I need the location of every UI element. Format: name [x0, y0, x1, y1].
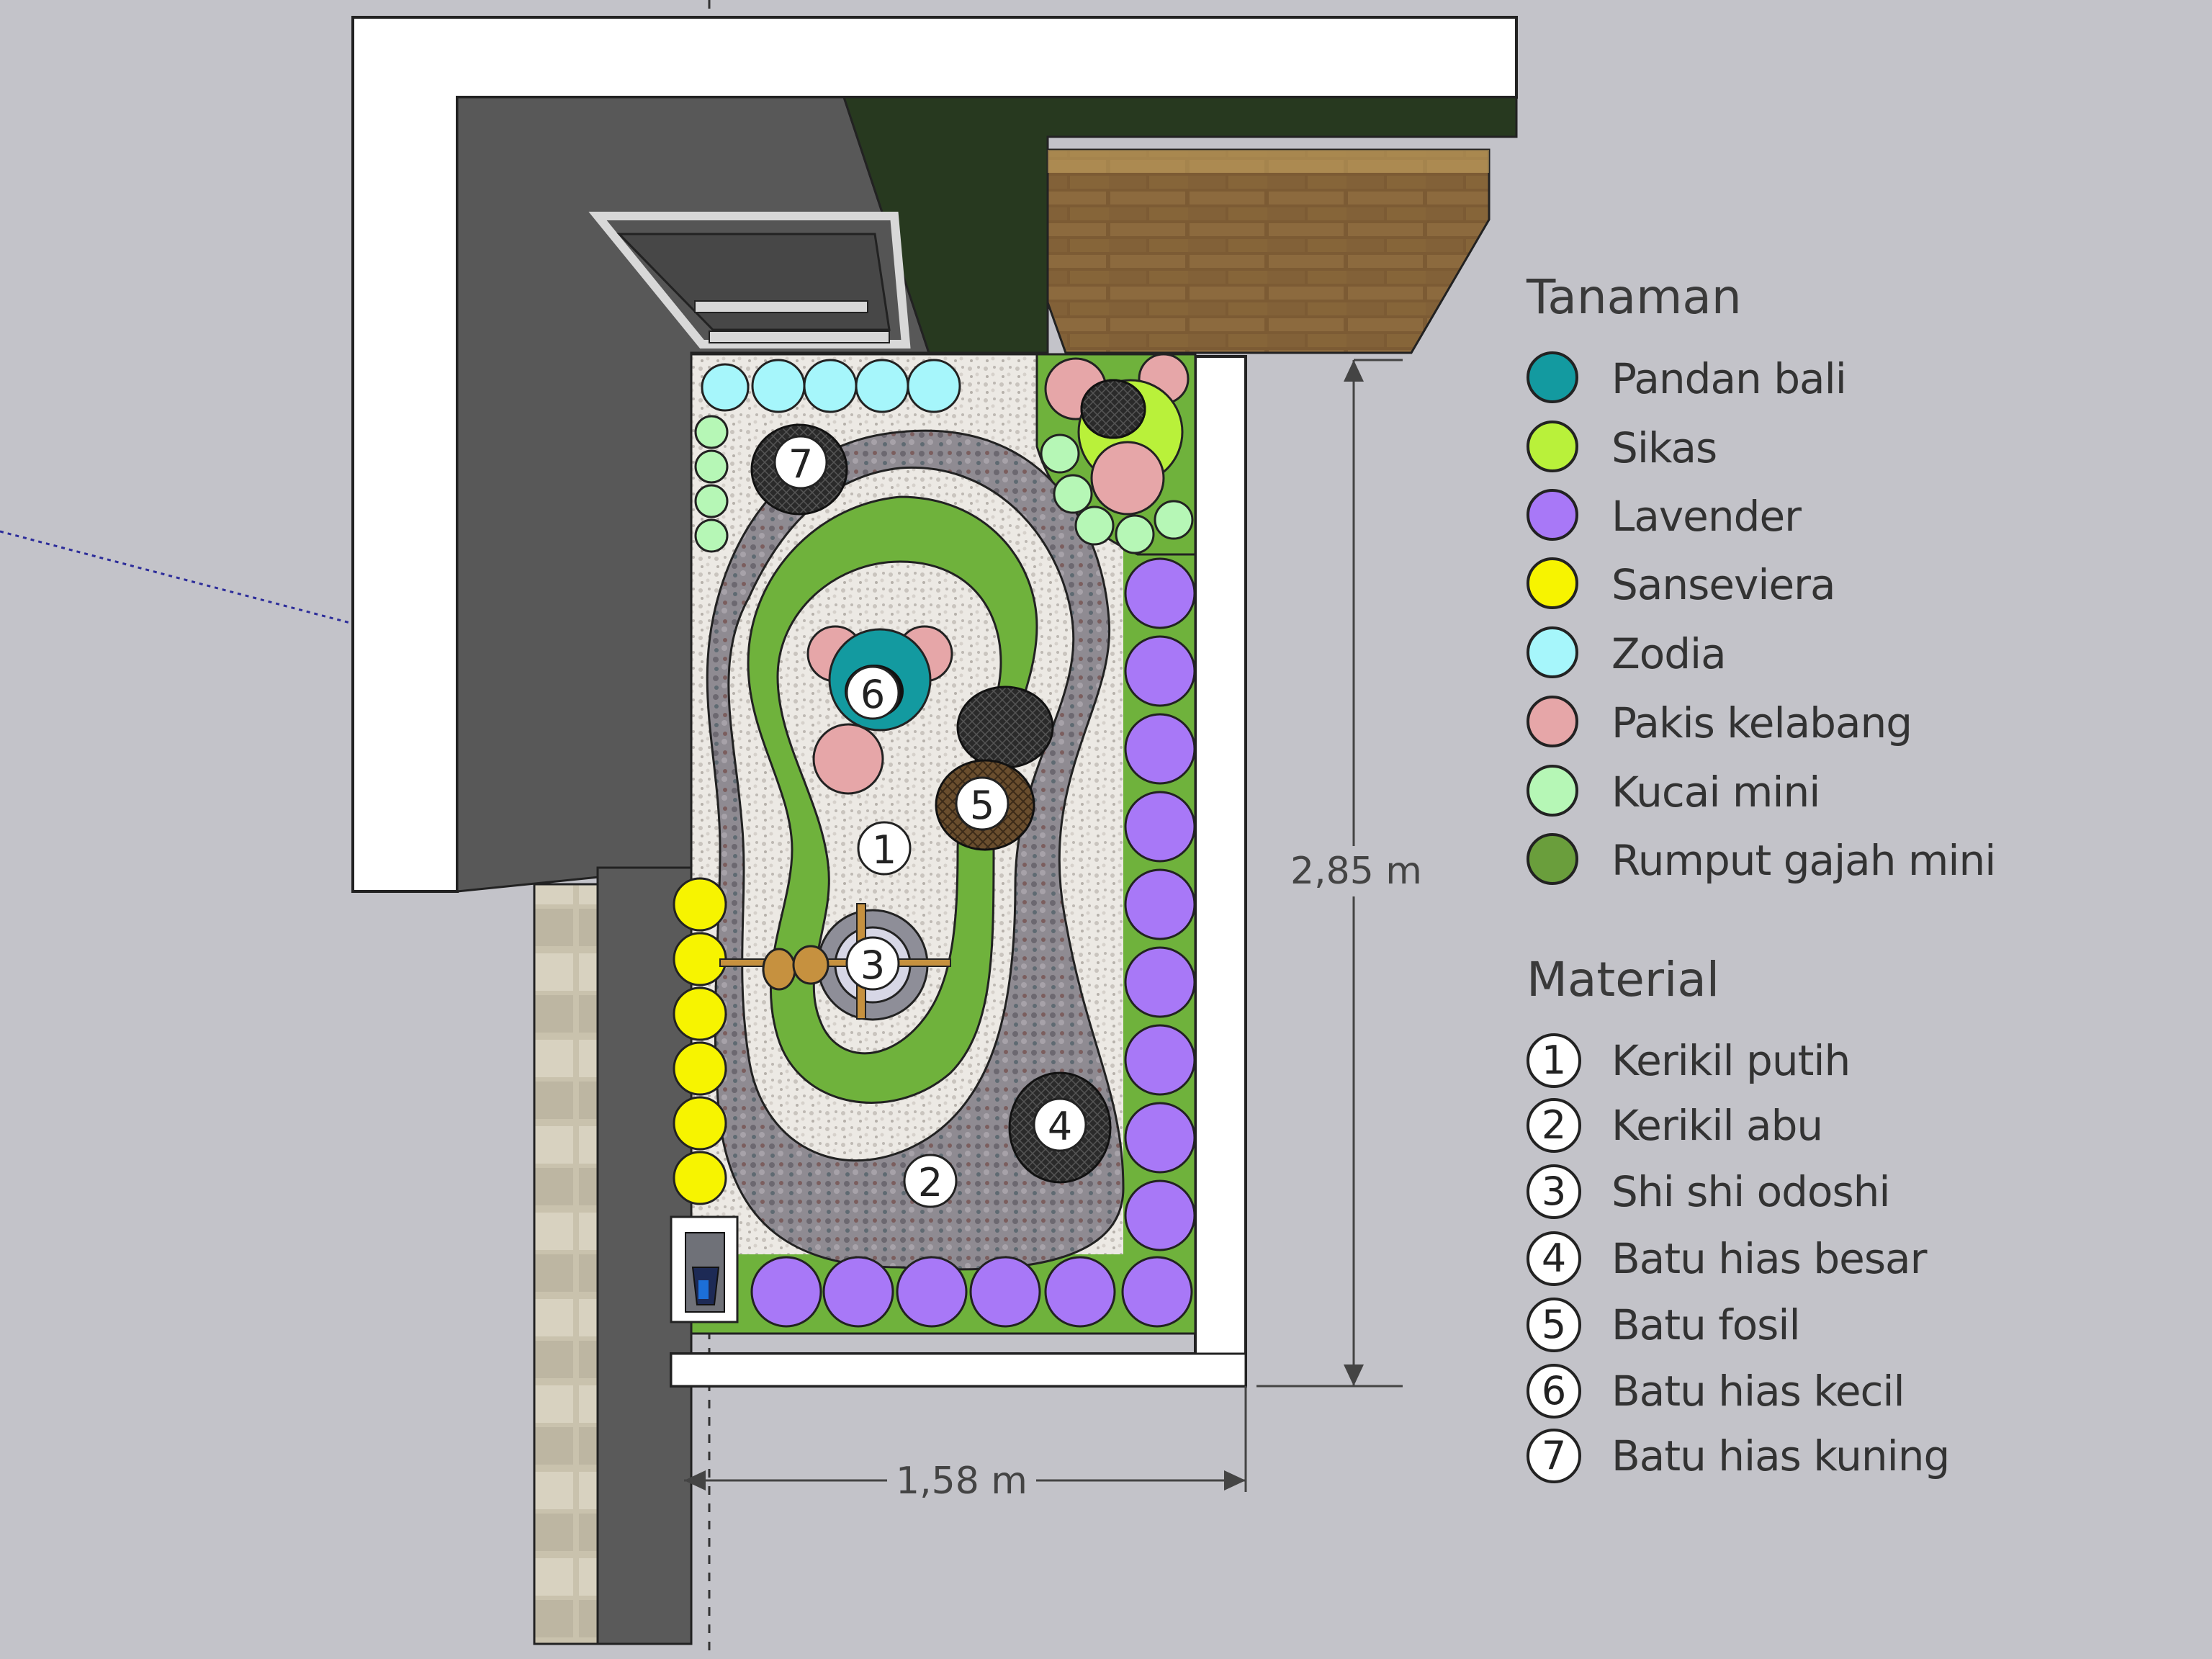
legend-item-pandan-bali: Pandan bali [1527, 349, 2175, 409]
material-number: 5 [1527, 1298, 1581, 1352]
kucai-column [694, 415, 729, 553]
marker-3-label: 3 [860, 943, 885, 988]
marker-1: 1 [857, 821, 912, 876]
pakis-kelabang-swatch [1527, 696, 1578, 747]
materials-legend-title: Material [1527, 952, 1720, 1007]
width-dimension-label: 1,58 m [887, 1456, 1036, 1506]
height-dimension-label: 2,85 m [1282, 846, 1431, 896]
marker-5: 5 [955, 776, 1010, 831]
material-number: 4 [1527, 1231, 1581, 1286]
marker-4-label: 4 [1048, 1104, 1072, 1149]
legend-item-label: Rumput gajah mini [1611, 836, 1996, 885]
material-number: 2 [1527, 1098, 1581, 1153]
legend-item-pakis-kelabang: Pakis kelabang [1527, 693, 2175, 753]
legend-item-label: Pandan bali [1611, 354, 1847, 403]
marker-2: 2 [903, 1154, 958, 1208]
legend-item-batu-hias-kecil: 6 Batu hias kecil [1527, 1361, 2175, 1421]
legend-item-kucai-mini: Kucai mini [1527, 762, 2175, 822]
plants-legend-title: Tanaman [1527, 269, 1742, 325]
legend-item-label: Sanseviera [1611, 560, 1836, 609]
marker-1-label: 1 [872, 827, 896, 873]
kucai-mini-swatch [1527, 765, 1578, 817]
pandan-bali-swatch [1527, 351, 1578, 403]
legend-item-label: Batu hias kuning [1611, 1431, 1950, 1480]
legend-item-shi-shi-odoshi: 3 Shi shi odoshi [1527, 1161, 2175, 1222]
legend-item-batu-hias-besar: 4 Batu hias besar [1527, 1228, 2175, 1289]
marker-2-label: 2 [918, 1160, 943, 1205]
legend-item-label: Pakis kelabang [1611, 698, 1912, 747]
material-number: 6 [1527, 1364, 1581, 1419]
sanseviera-column [673, 877, 727, 1205]
lavender-row [750, 1256, 1193, 1328]
legend-item-zodia: Zodia [1527, 624, 2175, 684]
material-number: 7 [1527, 1429, 1581, 1483]
sikas-swatch [1527, 421, 1578, 472]
legend-item-kerikil-abu: 2 Kerikil abu [1527, 1095, 2175, 1156]
legend-item-label: Sikas [1611, 423, 1717, 472]
material-number: 1 [1527, 1033, 1581, 1088]
legend-item-label: Kerikil abu [1611, 1101, 1823, 1150]
legend-item-kerikil-putih: 1 Kerikil putih [1527, 1030, 2175, 1091]
legend-item-label: Kerikil putih [1611, 1036, 1851, 1085]
marker-3: 3 [845, 936, 900, 991]
legend-item-rumput-gajah-mini: Rumput gajah mini [1527, 830, 2175, 891]
legend-item-label: Batu fosil [1611, 1300, 1801, 1349]
marker-7: 7 [773, 435, 828, 490]
material-number: 3 [1527, 1164, 1581, 1219]
marker-6-label: 6 [860, 672, 885, 717]
rumput-gajah-mini-swatch [1527, 833, 1578, 885]
legend-item-batu-fosil: 5 Batu fosil [1527, 1295, 2175, 1355]
legend-item-sikas: Sikas [1527, 418, 2175, 478]
zodia-row [701, 359, 961, 413]
legend-item-label: Shi shi odoshi [1611, 1167, 1891, 1216]
legend-item-lavender: Lavender [1527, 486, 2175, 547]
zodia-swatch [1527, 626, 1578, 678]
legend-item-sanseviera: Sanseviera [1527, 554, 2175, 615]
sanseviera-swatch [1527, 557, 1578, 609]
marker-6: 6 [845, 665, 900, 720]
lavender-swatch [1527, 489, 1578, 541]
legend-item-label: Batu hias kecil [1611, 1367, 1905, 1416]
legend-item-label: Kucai mini [1611, 768, 1820, 817]
marker-4: 4 [1033, 1097, 1087, 1152]
marker-7-label: 7 [788, 441, 813, 487]
legend-item-batu-hias-kuning: 7 Batu hias kuning [1527, 1426, 2175, 1486]
lavender-column [1124, 557, 1196, 1251]
legend-item-label: Batu hias besar [1611, 1234, 1927, 1283]
legend-item-label: Lavender [1611, 492, 1802, 541]
marker-5-label: 5 [970, 783, 994, 828]
legend-item-label: Zodia [1611, 629, 1727, 678]
